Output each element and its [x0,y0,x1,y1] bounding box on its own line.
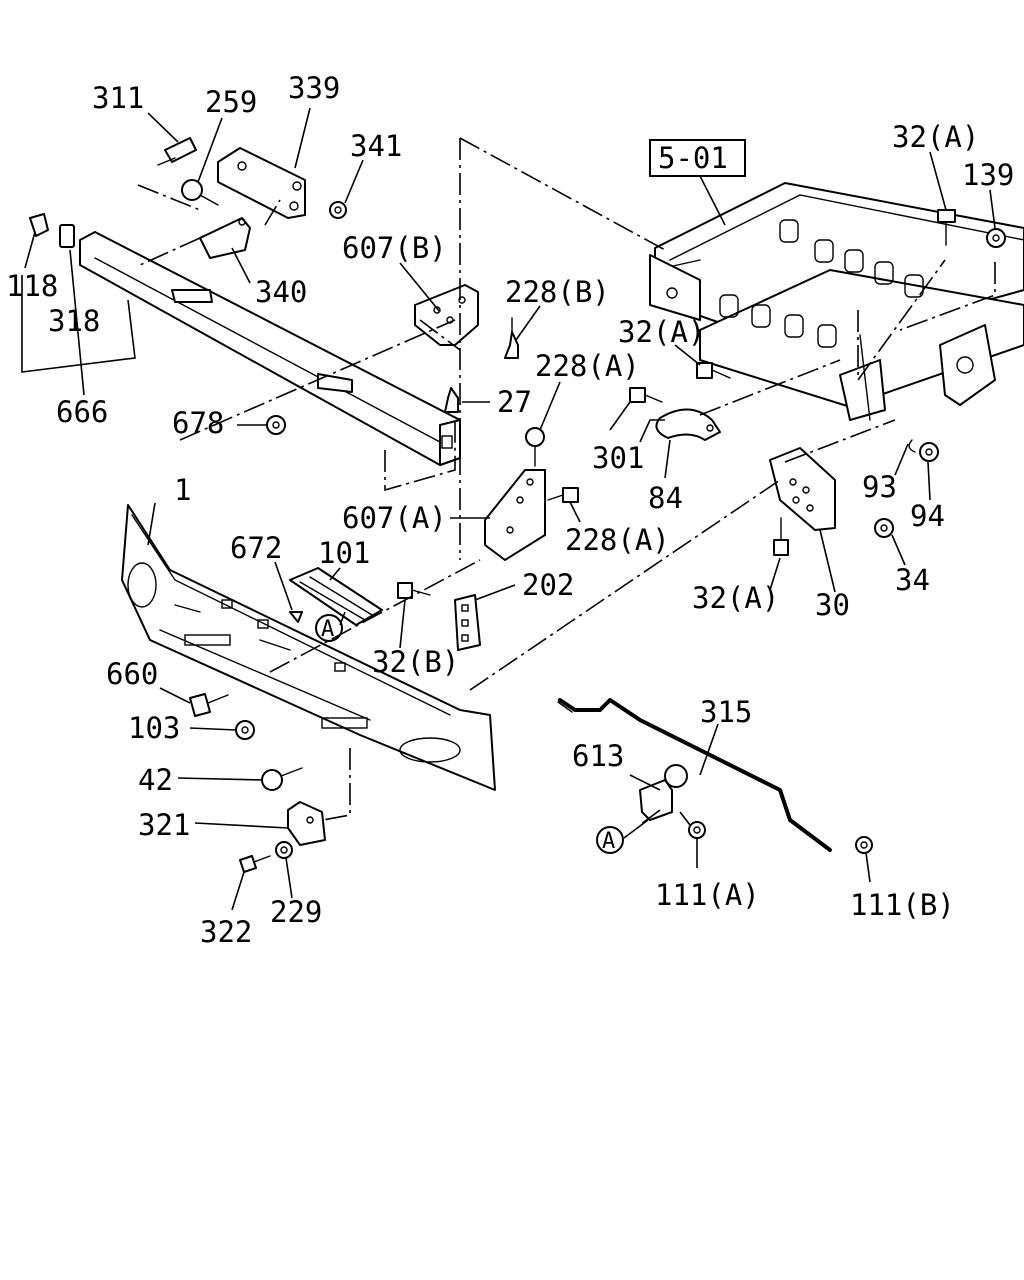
label-228a-low: 228(A) [565,523,670,557]
callout-a-rod: A [596,826,624,854]
label-32b: 32(B) [372,645,459,679]
bolt-32a-top [937,209,956,246]
label-118: 118 [6,269,58,303]
clip-118 [29,213,49,237]
bolt-32b [397,582,431,599]
bolt-322 [239,855,271,873]
label-32a-top: 32(A) [892,120,979,154]
clip-93 [908,439,916,453]
chassis-frame [649,182,1024,421]
grille-101 [289,567,383,626]
nut-94 [919,442,939,462]
nut-341 [329,201,347,219]
nut-111b [855,836,873,854]
label-666: 666 [56,395,108,429]
label-30: 30 [815,588,850,622]
bolt-32a-mid [696,362,731,379]
plate-202 [454,594,481,651]
label-301: 301 [592,441,644,475]
part-labels: 311 259 339 341 118 318 340 666 607(B) 2… [6,71,1014,949]
label-228b: 228(B) [505,275,610,309]
label-341: 341 [350,129,402,163]
bolt-228a-low [547,487,579,503]
reference-box-label: 5-01 [658,141,728,175]
assembly-lines [137,137,996,826]
label-613: 613 [572,739,624,773]
label-84: 84 [648,481,683,515]
label-202: 202 [522,568,574,602]
label-322: 322 [200,915,252,949]
label-672: 672 [230,531,282,565]
bolt-228b [504,317,519,359]
nut-34 [874,518,894,538]
label-32a-mid: 32(A) [618,315,705,349]
label-340: 340 [255,275,307,309]
bracket-30 [769,447,836,531]
bolt-301 [629,387,663,403]
reference-box: 5-01 [649,139,746,226]
bolt-42 [261,767,303,791]
nut-139 [986,228,1006,248]
label-1: 1 [174,473,191,507]
label-678: 678 [172,406,224,440]
bolt-27 [444,387,459,413]
label-318: 318 [48,304,100,338]
bracket-607a [484,469,546,561]
label-311: 311 [92,81,144,115]
label-103: 103 [128,711,180,745]
front-bumper [121,504,496,791]
hook-84 [655,408,721,441]
label-321: 321 [138,808,190,842]
label-228a-top: 228(A) [535,349,640,383]
bolt-228a-top [525,427,545,467]
label-315: 315 [700,695,752,729]
bolt-259 [181,179,219,206]
label-607b: 607(B) [342,231,447,265]
nut-103 [235,720,255,740]
label-32a-low: 32(A) [692,581,779,615]
washer-229 [275,841,293,859]
label-101: 101 [318,536,370,570]
clip-672 [289,611,303,623]
callout-a-bumper: A [315,614,343,642]
bracket-321 [287,801,326,846]
bolt-660 [189,693,229,717]
label-34: 34 [895,563,930,597]
label-607a: 607(A) [342,501,447,535]
label-339: 339 [288,71,340,105]
label-111a: 111(A) [655,878,760,912]
bushing-613 [639,764,688,821]
svg-text:A: A [321,617,334,642]
leader-lines [21,107,996,911]
label-94: 94 [910,499,945,533]
label-93: 93 [862,470,897,504]
bracket-340 [199,217,251,259]
label-259: 259 [205,85,257,119]
nut-111a [688,821,706,839]
label-42: 42 [138,763,173,797]
bracket-339 [217,147,306,219]
rod-315 [557,698,832,852]
label-139: 139 [962,158,1014,192]
label-229: 229 [270,895,322,929]
bolt-311 [157,137,197,166]
label-660: 660 [106,657,158,691]
nut-678 [266,415,286,435]
pad-318 [59,224,75,248]
svg-text:A: A [602,829,615,854]
bolt-32a-low [773,517,789,556]
label-111b: 111(B) [850,888,955,922]
label-27: 27 [497,385,532,419]
